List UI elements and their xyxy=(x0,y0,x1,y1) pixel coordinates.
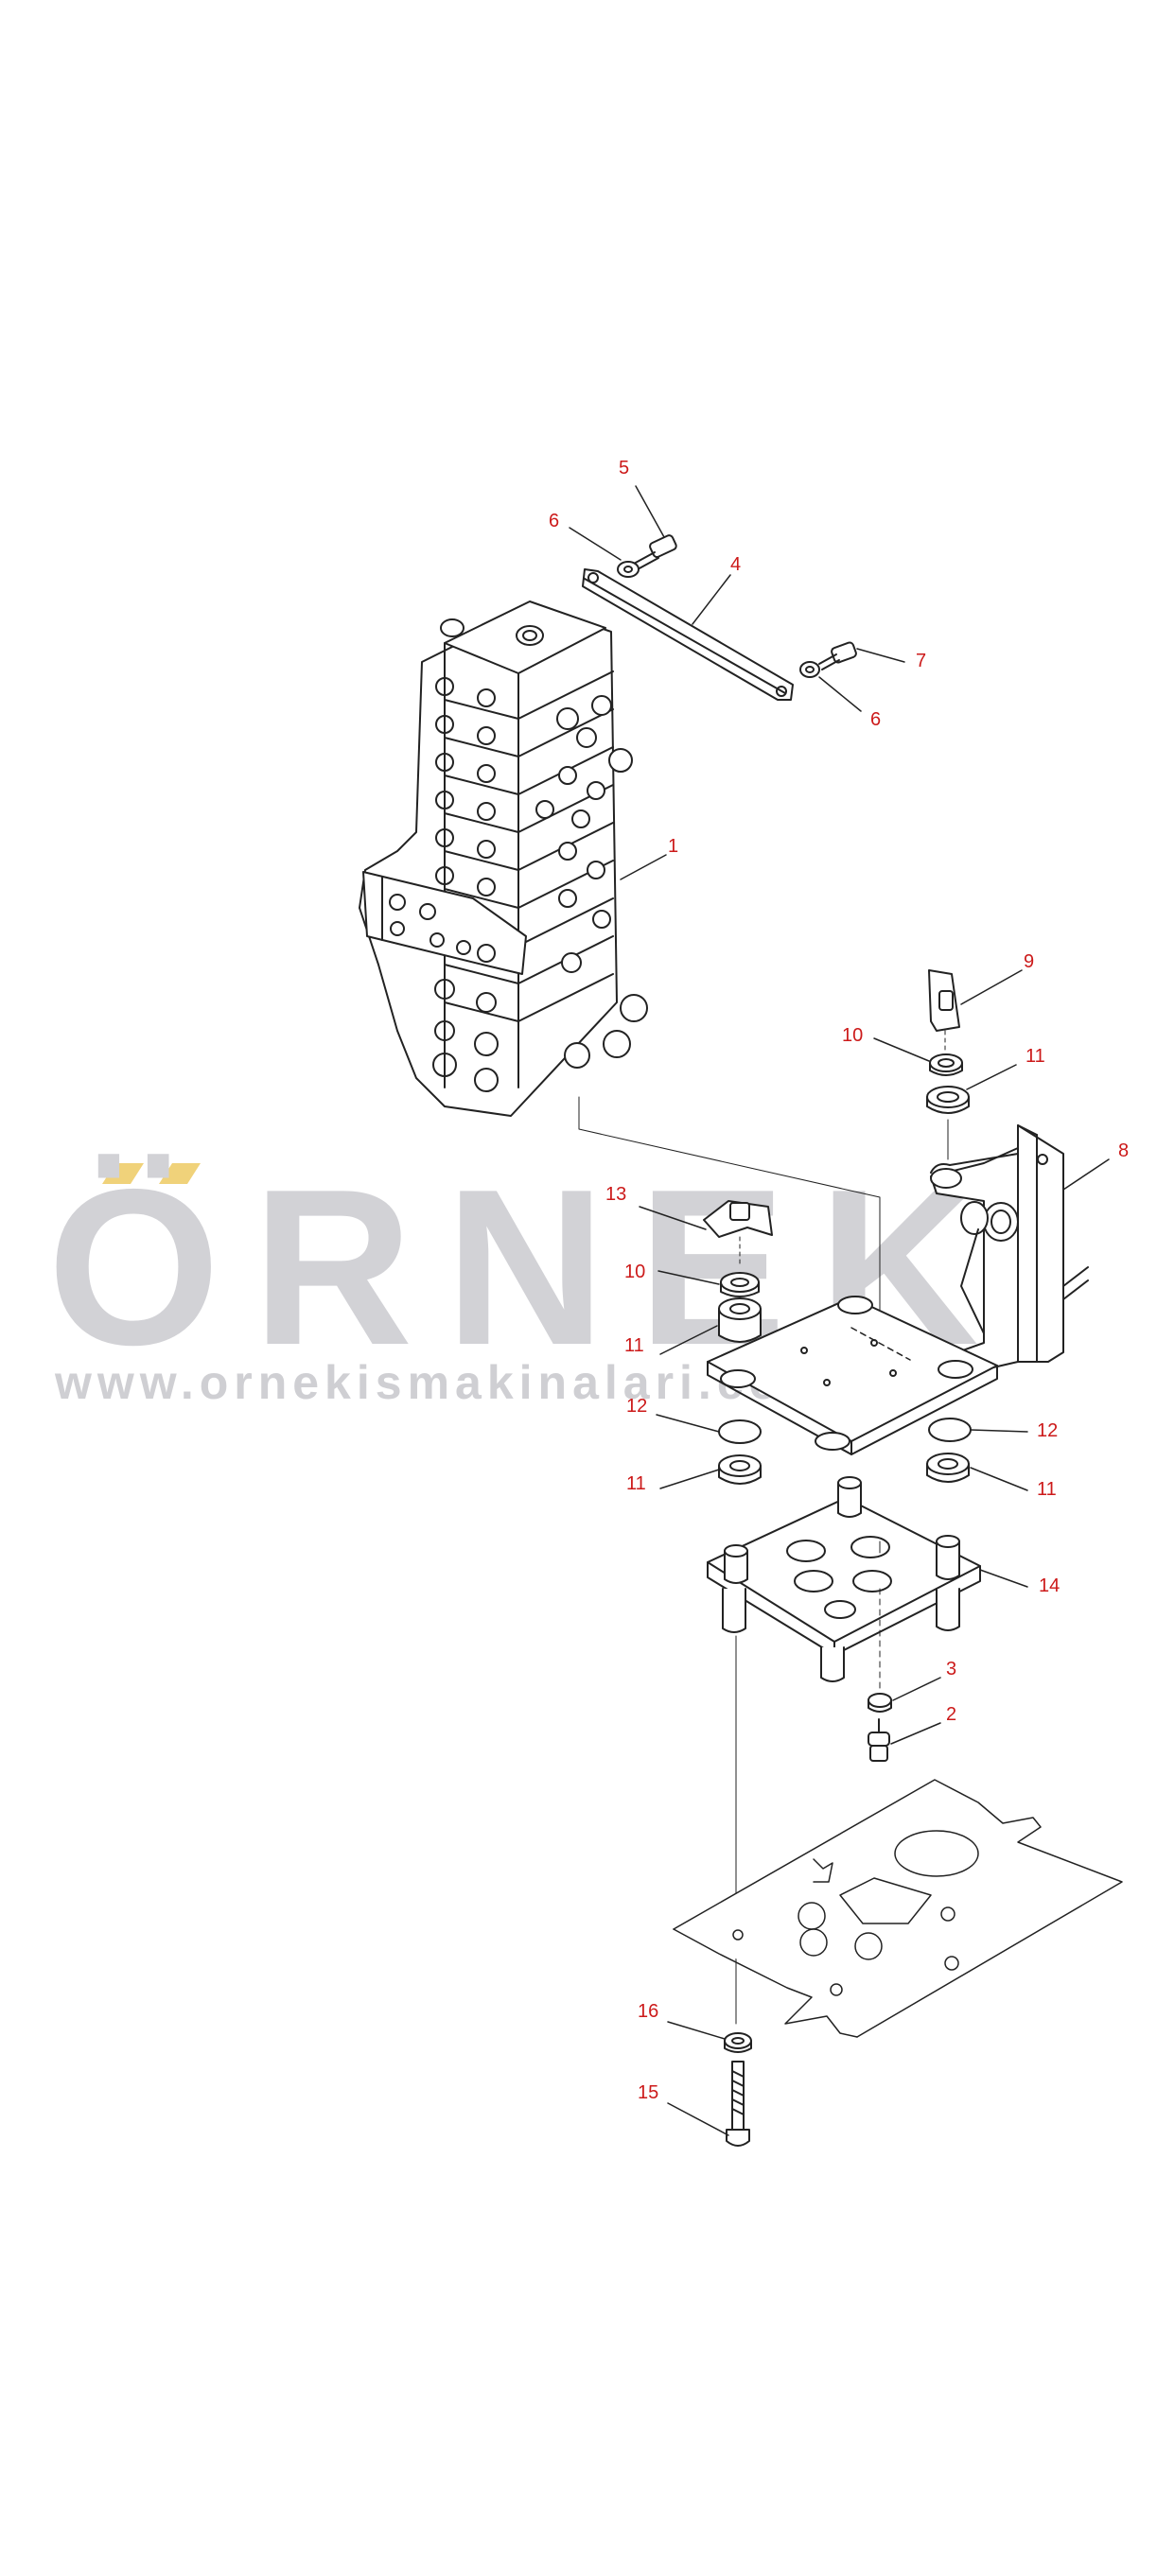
callout-14: 14 xyxy=(1039,1575,1061,1596)
callout-3: 3 xyxy=(946,1659,957,1680)
part-1-control-valve xyxy=(359,600,648,1117)
part-12-washer-left xyxy=(718,1419,762,1444)
part-5-bolt xyxy=(633,534,677,570)
part-15-long-bolt xyxy=(726,2061,750,2147)
callout-11-upper-right: 11 xyxy=(1026,1046,1045,1067)
watermark-accent-dots xyxy=(102,1163,201,1184)
part-10-collar-upper xyxy=(929,1053,963,1076)
part-16-washer xyxy=(724,2032,752,2053)
callout-11-right-lower: 11 xyxy=(1037,1479,1057,1500)
part-6-washer-top xyxy=(617,561,640,578)
callout-4: 4 xyxy=(730,554,742,575)
part-11-rubber-mount-left-upper xyxy=(718,1297,762,1343)
callout-11-left-upper: 11 xyxy=(624,1335,644,1356)
callout-15: 15 xyxy=(638,2082,659,2103)
callout-16: 16 xyxy=(638,2001,659,2022)
callout-6-right: 6 xyxy=(870,709,882,730)
part-11-rubber-mount-lower-right xyxy=(926,1453,970,1483)
callout-10-upper: 10 xyxy=(842,1025,864,1046)
part-14-base-plate xyxy=(707,1476,981,1682)
part-9-clip xyxy=(928,969,960,1051)
callout-12-right: 12 xyxy=(1037,1420,1059,1441)
callout-13: 13 xyxy=(605,1184,627,1205)
frame-outline xyxy=(673,1779,1123,2038)
part-12-washer-right xyxy=(928,1418,972,1442)
part-6-washer-right xyxy=(799,661,820,678)
callout-2: 2 xyxy=(946,1704,957,1725)
callout-11-left-lower: 11 xyxy=(626,1473,646,1494)
part-7-bolt xyxy=(818,641,857,670)
callout-6-top: 6 xyxy=(549,511,560,531)
callout-9: 9 xyxy=(1024,951,1035,972)
part-2-bolt xyxy=(868,1718,890,1762)
part-13-clip xyxy=(703,1200,773,1268)
part-8-bracket xyxy=(930,1124,1089,1374)
callout-5: 5 xyxy=(619,458,630,479)
leader-lines xyxy=(569,485,1110,2136)
callout-10-left: 10 xyxy=(624,1262,646,1282)
callout-12-left: 12 xyxy=(626,1396,648,1417)
part-10-collar-left xyxy=(720,1272,760,1297)
callout-7: 7 xyxy=(916,651,927,671)
callout-1: 1 xyxy=(668,836,679,857)
part-3-washer xyxy=(868,1693,892,1713)
part-11-rubber-mount-lower-left xyxy=(718,1454,762,1485)
callout-8: 8 xyxy=(1118,1140,1130,1161)
upper-mounting-plate xyxy=(707,1296,998,1455)
alignment-line-1 xyxy=(578,1096,881,1387)
part-11-rubber-mount-upper-right xyxy=(926,1086,970,1160)
part-4-support-bar xyxy=(582,568,794,701)
